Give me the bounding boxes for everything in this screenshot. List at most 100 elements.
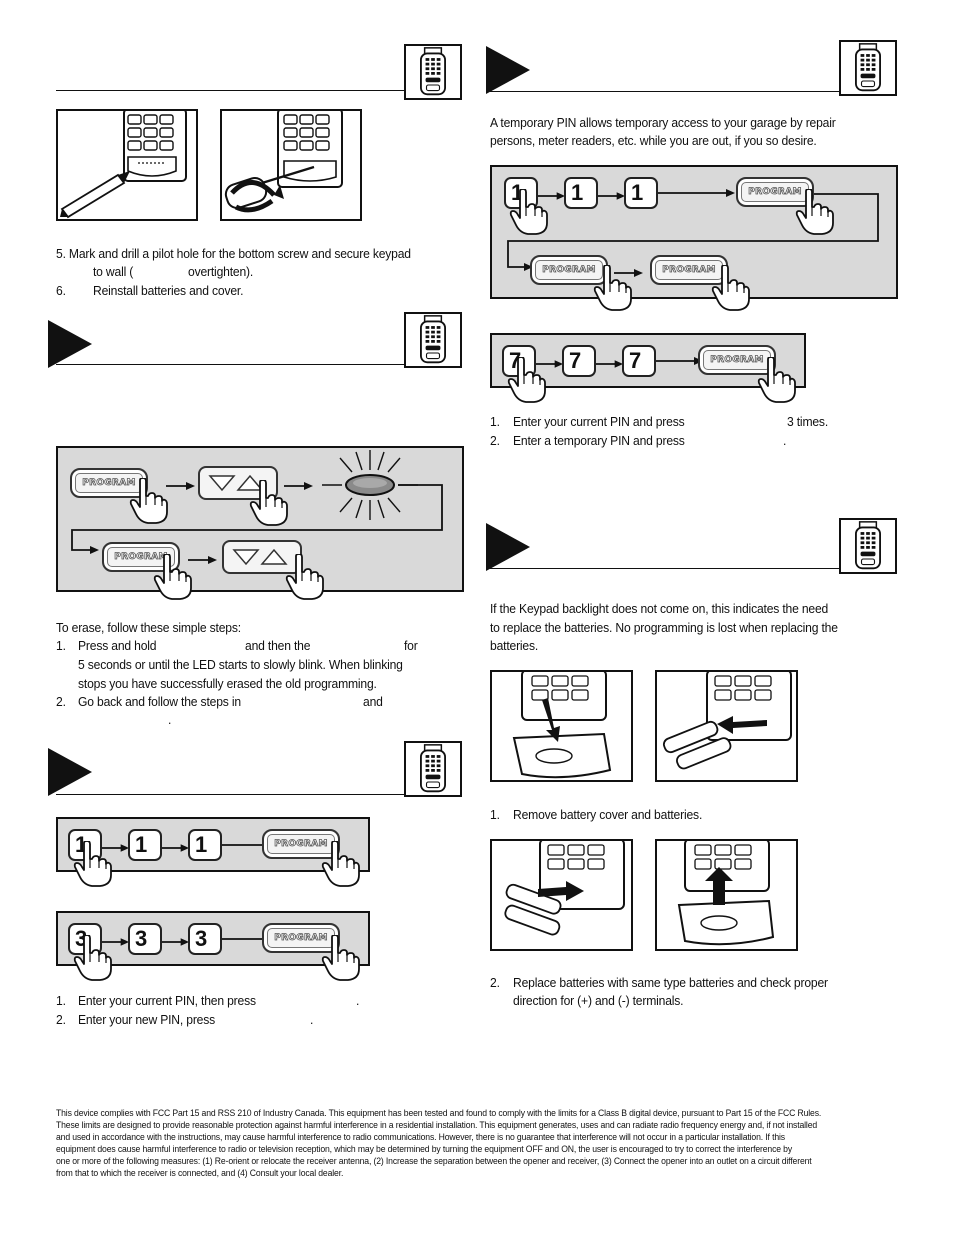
arrow-icon — [598, 188, 626, 206]
battery-intro-line2: to replace the batteries. No programming… — [490, 620, 838, 635]
pointing-hand-icon — [320, 841, 360, 892]
fcc-notice-line: This device complies with FCC Part 15 an… — [56, 1108, 822, 1119]
fcc-notice-line: equipment does cause harmful interferenc… — [56, 1144, 793, 1155]
pointing-hand-icon — [320, 935, 360, 986]
program-button: PROGRAM — [530, 255, 608, 285]
fcc-notice-line: and used in accordance with the instruct… — [56, 1132, 785, 1143]
mount-step5-line2: to wall ( — [93, 264, 134, 279]
digit-key: 7 — [562, 345, 596, 377]
temp-pin-step1-text: Enter your current PIN and press — [513, 414, 685, 429]
pointing-hand-icon — [152, 554, 192, 605]
temp-pin-step1-tail: 3 times. — [787, 414, 829, 429]
program-button: PROGRAM — [262, 829, 340, 859]
battery-step1-number: 1. — [490, 807, 500, 822]
remove-cover-illustration — [490, 669, 633, 782]
erase-intro: To erase, follow these simple steps: — [56, 620, 241, 635]
keypad-icon — [404, 312, 462, 368]
section-marker-icon — [486, 523, 530, 571]
temp-pin-intro-line2: persons, meter readers, etc. while you a… — [490, 133, 817, 148]
section-rule-erase — [56, 364, 405, 365]
arrow-icon — [284, 478, 314, 496]
remove-batteries-illustration — [655, 669, 798, 782]
temp-pin-entry-diagram: 7 7 7 PROGRAM — [490, 333, 806, 388]
program-button: PROGRAM — [650, 255, 728, 285]
temp-pin-step2-text: Enter a temporary PIN and press — [513, 433, 685, 448]
battery-intro-line1: If the Keypad backlight does not come on… — [490, 601, 829, 616]
insert-batteries-illustration — [490, 838, 633, 951]
erase-diagram-panel: PROGRAM PROGRAM — [56, 446, 464, 592]
erase-step1-number: 1. — [56, 638, 66, 653]
temp-pin-intro-line1: A temporary PIN allows temporary access … — [490, 115, 836, 130]
change-pin-step2-text: Enter your new PIN, press — [78, 1012, 216, 1027]
arrow-icon — [162, 934, 190, 952]
pointing-hand-icon — [508, 189, 548, 240]
keypad-icon — [839, 518, 897, 574]
erase-step2-text-b: and — [363, 694, 383, 709]
section-rule-mount — [56, 90, 405, 91]
digit-key: 1 — [188, 829, 222, 861]
pointing-hand-icon — [248, 480, 288, 531]
digit-key: 1 — [128, 829, 162, 861]
pointing-hand-icon — [506, 357, 546, 408]
mount-step6-number: 6. — [56, 283, 66, 298]
new-pin-diagram: 3 3 3 PROGRAM — [56, 911, 370, 966]
pointing-hand-icon — [756, 357, 796, 408]
digit-key: 1 — [624, 177, 658, 209]
erase-step1-text-b: and then the — [245, 638, 311, 653]
keypad-icon — [404, 741, 462, 797]
section-rule-temp-pin — [490, 91, 840, 92]
section-rule-battery — [490, 568, 840, 569]
program-button: PROGRAM — [698, 345, 776, 375]
battery-step2-line2: direction for (+) and (-) terminals. — [513, 993, 684, 1008]
erase-step2-text-a: Go back and follow the steps in — [78, 694, 241, 709]
change-pin-step1-text: Enter your current PIN, then press — [78, 993, 256, 1008]
replace-cover-illustration — [655, 838, 798, 951]
pointing-hand-icon — [72, 841, 112, 892]
arrow-icon — [162, 840, 190, 858]
change-pin-step1-dot: . — [356, 993, 360, 1008]
battery-step2-number: 2. — [490, 975, 500, 990]
digit-key: 7 — [622, 345, 656, 377]
mark-hole-illustration — [56, 108, 198, 221]
pointing-hand-icon — [794, 189, 834, 240]
erase-step1-text-a: Press and hold — [78, 638, 157, 653]
erase-step1-text-c: for — [404, 638, 418, 653]
digit-key: 1 — [564, 177, 598, 209]
mount-step5-line1: 5. Mark and drill a pilot hole for the b… — [56, 246, 411, 261]
section-rule-change-pin — [56, 794, 405, 795]
change-pin-step1-number: 1. — [56, 993, 66, 1008]
keypad-icon — [839, 40, 897, 96]
arrow-icon — [596, 356, 624, 374]
mount-step5-line2-tail: overtighten). — [188, 264, 254, 279]
current-pin-diagram: 1 1 1 PROGRAM — [56, 817, 370, 872]
erase-step2-dot: . — [168, 712, 172, 727]
battery-icon — [662, 669, 792, 770]
fcc-notice-line: one or more of the following measures: (… — [56, 1156, 812, 1167]
pointing-hand-icon — [592, 265, 632, 316]
erase-step2-number: 2. — [56, 694, 66, 709]
battery-intro-line3: batteries. — [490, 638, 539, 653]
battery-step2-line1: Replace batteries with same type batteri… — [513, 975, 828, 990]
battery-cover-icon — [677, 838, 775, 946]
drill-screw-illustration — [220, 108, 362, 221]
fcc-notice-line: These limits are designed to provide rea… — [56, 1120, 818, 1131]
digit-key: 3 — [128, 923, 162, 955]
battery-cover-icon — [512, 669, 612, 779]
section-marker-icon — [486, 46, 530, 94]
digit-key: 3 — [188, 923, 222, 955]
temp-pin-step2-dot: . — [783, 433, 787, 448]
battery-icon — [504, 838, 625, 936]
temp-pin-diagram: 1 1 1 PROGRAM PROGRAM PROGRAM — [490, 165, 898, 299]
change-pin-step2-number: 2. — [56, 1012, 66, 1027]
keypad-icon — [404, 44, 462, 100]
pointing-hand-icon — [128, 478, 168, 529]
screwdriver-icon — [224, 108, 343, 213]
section-marker-icon — [48, 320, 92, 368]
erase-step1-line2: 5 seconds or until the LED starts to slo… — [78, 657, 403, 672]
section-marker-icon — [48, 748, 92, 796]
mount-step6-text: Reinstall batteries and cover. — [93, 283, 244, 298]
temp-pin-step1-number: 1. — [490, 414, 500, 429]
change-pin-step2-dot: . — [310, 1012, 314, 1027]
program-button: PROGRAM — [262, 923, 340, 953]
erase-step1-line3: stops you have successfully erased the o… — [78, 676, 377, 691]
